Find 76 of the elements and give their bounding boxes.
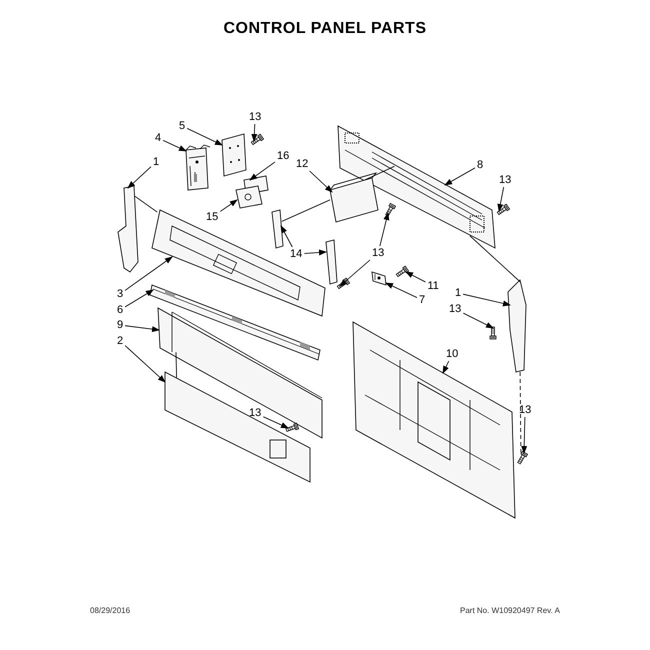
leader-line bbox=[405, 272, 426, 282]
assembly-line bbox=[176, 352, 177, 378]
screw-drawing bbox=[490, 326, 496, 340]
leader-line bbox=[186, 128, 223, 146]
callout-number: 13 bbox=[518, 404, 532, 416]
assembly-line bbox=[282, 200, 330, 222]
leader-line bbox=[309, 170, 333, 193]
leader-line bbox=[385, 282, 418, 298]
bracket-drawing bbox=[272, 210, 284, 249]
title: CONTROL PANEL PARTS bbox=[222, 20, 428, 38]
leader-line bbox=[124, 325, 160, 332]
callout-number: 10 bbox=[445, 348, 460, 360]
assembly-line bbox=[520, 372, 522, 453]
callout-number: 15 bbox=[205, 211, 220, 223]
part-number-text: Part No. W10920497 Rev. A bbox=[460, 606, 560, 615]
leader-line bbox=[304, 250, 327, 256]
callout-number: 14 bbox=[289, 248, 304, 260]
leader-line bbox=[442, 360, 450, 374]
callout-number: 16 bbox=[276, 150, 290, 162]
screw-drawing bbox=[250, 134, 264, 146]
leader-line bbox=[497, 186, 504, 212]
leader-line bbox=[462, 294, 511, 306]
bracket-drawing bbox=[186, 144, 210, 190]
callout-number: 13 bbox=[498, 174, 512, 186]
callout-number: 2 bbox=[116, 335, 124, 347]
callout-number: 13 bbox=[371, 247, 386, 259]
callout-number: 1 bbox=[152, 156, 160, 168]
leader-line bbox=[249, 162, 276, 181]
back-panel-drawing bbox=[352, 321, 516, 519]
date-text: 08/29/2016 bbox=[90, 606, 130, 615]
leader-line bbox=[124, 345, 166, 383]
leader-line bbox=[162, 140, 187, 152]
callout-number: 4 bbox=[154, 132, 162, 144]
console-panel-drawing bbox=[152, 209, 326, 317]
assembly-line bbox=[134, 196, 158, 212]
callout-number: 13 bbox=[448, 303, 462, 315]
trim-strip-drawing bbox=[150, 284, 320, 361]
channel-drawing bbox=[158, 307, 322, 439]
switch-drawing bbox=[236, 186, 262, 208]
leader-line bbox=[462, 312, 494, 328]
control-box-drawing bbox=[330, 172, 378, 222]
back-panel-drawing bbox=[338, 125, 496, 249]
callout-number: 13 bbox=[248, 407, 262, 419]
leader-line bbox=[251, 124, 258, 142]
assembly-line bbox=[364, 166, 395, 180]
side-bracket-drawing bbox=[508, 279, 526, 372]
callout-number: 11 bbox=[426, 280, 440, 292]
screw-drawing bbox=[496, 204, 510, 216]
screw-drawing bbox=[285, 422, 300, 432]
leader-line bbox=[127, 166, 152, 189]
callout-number: 3 bbox=[116, 288, 124, 300]
screw-drawing bbox=[517, 450, 528, 464]
callout-number: 13 bbox=[248, 111, 262, 123]
callout-number: 12 bbox=[295, 158, 310, 170]
callout-number: 8 bbox=[476, 159, 484, 171]
side-bracket-drawing bbox=[118, 186, 138, 273]
leader-line bbox=[124, 256, 173, 291]
callout-number: 7 bbox=[418, 294, 426, 306]
leader-line bbox=[339, 260, 370, 287]
screw-drawing bbox=[336, 278, 350, 290]
cover-plate-drawing bbox=[164, 371, 310, 483]
screw-drawing bbox=[385, 202, 396, 216]
leader-line bbox=[124, 289, 154, 308]
screw-drawing bbox=[396, 266, 410, 278]
callout-number: 9 bbox=[116, 319, 124, 331]
callout-number: 6 bbox=[116, 304, 124, 316]
leader-line bbox=[220, 199, 238, 212]
clip-drawing bbox=[372, 271, 386, 286]
circuit-board-drawing bbox=[222, 133, 246, 177]
callout-number: 1 bbox=[454, 287, 462, 299]
leader-line bbox=[280, 225, 293, 248]
assembly-line bbox=[470, 235, 520, 282]
leader-line bbox=[521, 416, 528, 454]
leader-line bbox=[380, 212, 390, 246]
leader-line bbox=[444, 168, 476, 186]
callout-number: 5 bbox=[178, 120, 186, 132]
